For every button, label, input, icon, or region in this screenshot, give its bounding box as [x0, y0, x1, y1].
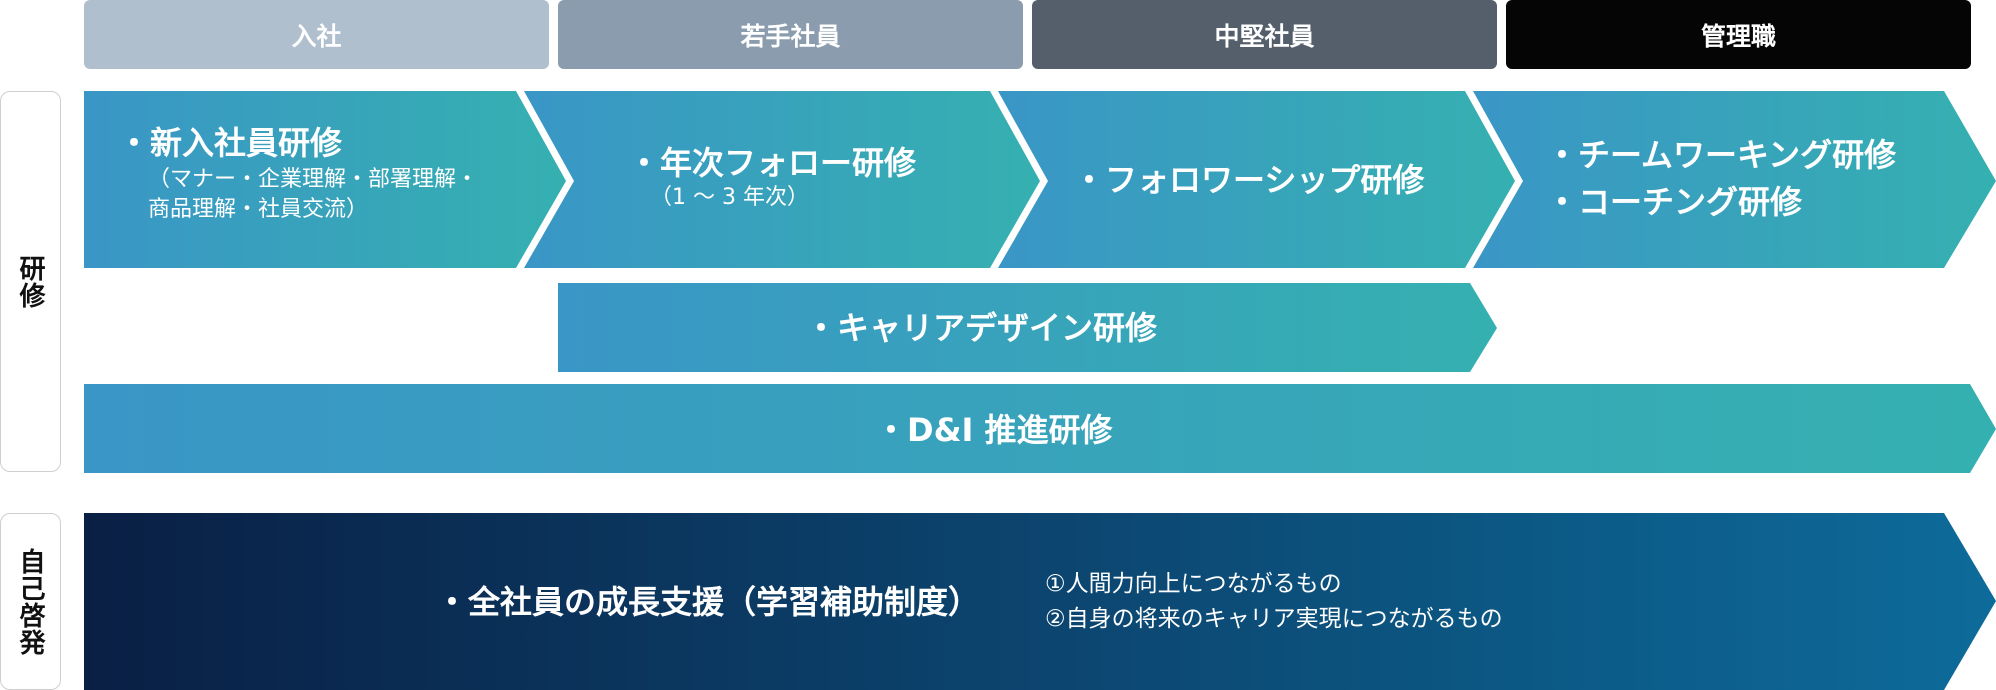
arrow-career-design	[558, 283, 1497, 372]
training-new-hire-detail-2: 商品理解・社員交流）	[148, 197, 369, 222]
training-teamworking-title: ・チームワーキング研修	[1546, 136, 1897, 174]
block-mid-level: ・フォロワーシップ研修	[1073, 160, 1424, 200]
category-self-development: 自己啓発	[0, 513, 61, 690]
arrow-dni	[84, 384, 1996, 473]
training-dni: ・D&I 推進研修	[875, 411, 1113, 449]
training-annual-follow-detail: （1 〜 3 年次）	[650, 185, 809, 210]
category-training: 研修	[0, 91, 61, 472]
block-new-hire: ・新入社員研修 （マナー・企業理解・部署理解・ 商品理解・社員交流）	[118, 123, 478, 225]
training-annual-follow-title: ・年次フォロー研修	[628, 144, 917, 182]
block-management: ・チームワーキング研修 ・コーチング研修	[1546, 135, 1896, 222]
self-dev-item-1: ①人間力向上につながるもの	[1045, 571, 1342, 597]
training-new-hire-title: ・新入社員研修	[118, 124, 343, 162]
stage-tab-new-hire: 入社	[84, 0, 549, 69]
training-followership-title: ・フォロワーシップ研修	[1073, 161, 1425, 199]
block-junior: ・年次フォロー研修 （1 〜 3 年次）	[628, 143, 916, 213]
chevron-junior	[524, 91, 1040, 268]
stage-tab-management: 管理職	[1506, 0, 1971, 69]
training-career-design: ・キャリアデザイン研修	[805, 309, 1158, 347]
chevron-mid-level	[998, 91, 1515, 268]
chevron-new-hire	[84, 91, 566, 268]
self-dev-item-2: ②自身の将来のキャリア実現につながるもの	[1045, 606, 1503, 632]
arrow-self-development	[84, 513, 1996, 690]
training-new-hire-detail-1: （マナー・企業理解・部署理解・	[148, 167, 479, 192]
chevron-management	[1473, 91, 1996, 268]
self-dev-title: ・全社員の成長支援（学習補助制度）	[436, 583, 981, 621]
stage-tab-mid-level: 中堅社員	[1032, 0, 1497, 69]
stage-tab-junior: 若手社員	[558, 0, 1023, 69]
training-coaching-title: ・コーチング研修	[1546, 183, 1803, 221]
